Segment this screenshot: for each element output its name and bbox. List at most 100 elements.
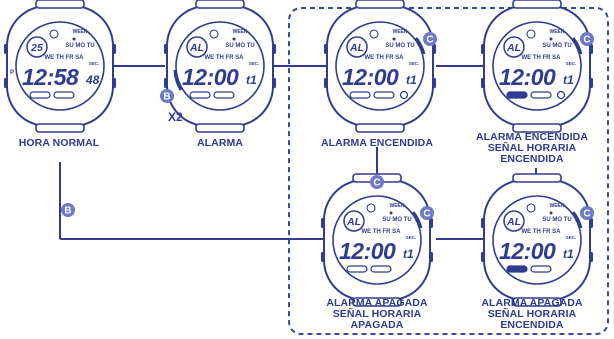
button-press-arc	[411, 211, 423, 229]
watch-side-button	[112, 78, 116, 88]
watch-lug-top	[512, 173, 562, 183]
svg-text:C: C	[583, 35, 590, 46]
day-row-bottom: WE TH FR SA	[522, 229, 562, 235]
week-marker	[72, 37, 76, 41]
status-pill	[213, 91, 235, 99]
status-pill	[349, 91, 371, 99]
week-marker	[392, 37, 396, 41]
time-display: 12:58	[22, 64, 79, 90]
week-label: WEEK	[393, 29, 408, 35]
button-press-arc	[414, 37, 426, 55]
status-pill	[29, 91, 51, 99]
week-marker	[389, 211, 393, 215]
week-label: WEEK	[550, 29, 565, 35]
alarm-cycle-frame	[288, 7, 609, 335]
watch-side-button	[481, 218, 485, 228]
svg-text:C: C	[373, 178, 380, 189]
button-c-badge: C	[580, 206, 594, 220]
label-alarma: ALARMA	[196, 137, 244, 149]
status-pill	[530, 91, 552, 99]
watch-side-button	[432, 78, 436, 88]
time-display: 12:00	[499, 64, 556, 90]
watch-bezel	[492, 195, 582, 285]
watch-lug-top	[195, 0, 245, 9]
day-row-top: SU MO TU	[382, 217, 411, 223]
seconds-display: 48	[85, 73, 100, 87]
mode-ring-text: AL	[506, 216, 521, 228]
time-display: 12:00	[499, 238, 556, 264]
ring-dot	[526, 203, 536, 213]
ring-dot	[369, 29, 379, 39]
seconds-display: t1	[563, 73, 574, 87]
week-marker	[549, 211, 553, 215]
watch-side-button	[112, 44, 116, 54]
mode-ring	[503, 36, 525, 58]
watch-side-button	[481, 252, 485, 262]
sec-label: SEC.	[566, 235, 577, 240]
mode-ring-text: AL	[189, 42, 204, 54]
watch-side-button	[272, 78, 276, 88]
button-b-return-badge: B	[61, 203, 75, 217]
button-c-connector-badge: C	[370, 175, 384, 189]
watch-side-button	[324, 44, 328, 54]
watch-side-button	[429, 252, 433, 262]
mode-ring	[343, 210, 365, 232]
mode-ring-text: AL	[349, 42, 364, 54]
seconds-display: t1	[246, 73, 257, 87]
watch-side-button	[589, 252, 593, 262]
week-marker	[232, 37, 236, 41]
status-pill	[189, 91, 211, 99]
mode-ring	[186, 36, 208, 58]
svg-text:B: B	[163, 92, 170, 103]
watch-lug-top	[355, 0, 405, 9]
hourly-chime-icon	[506, 265, 528, 273]
watch-side-button	[589, 78, 593, 88]
watch-side-button	[481, 44, 485, 54]
svg-text:C: C	[426, 35, 433, 46]
mode-ring-text: AL	[506, 42, 521, 54]
mode-ring-text: AL	[346, 216, 361, 228]
sec-label: SEC.	[409, 61, 420, 66]
label-hora-normal: HORA NORMAL	[18, 137, 100, 149]
watch-lug-bottom	[195, 123, 245, 133]
sec-label: SEC.	[406, 235, 417, 240]
pm-indicator: P	[10, 70, 14, 76]
day-row-top: SU MO TU	[225, 43, 254, 49]
button-c-badge: C	[580, 32, 594, 46]
watch-side-button	[432, 44, 436, 54]
button-press-arc	[571, 37, 583, 55]
week-label: WEEK	[550, 203, 565, 209]
button-press-arc	[571, 211, 583, 229]
button-press-arc	[173, 69, 183, 91]
watch-alarma-apagada-senal-encendida: AL WEEK SU MO TU WE TH FR SA SEC. 12:00 t1	[481, 173, 593, 307]
week-marker	[549, 37, 553, 41]
mode-ring	[503, 210, 525, 232]
watch-lug-top	[512, 0, 562, 9]
watch-side-button	[321, 252, 325, 262]
day-row-bottom: WE TH FR SA	[205, 55, 245, 61]
svg-text:B: B	[64, 206, 71, 217]
seconds-display: t1	[563, 247, 574, 261]
watch-lug-bottom	[512, 123, 562, 133]
button-b-badge: B	[160, 89, 174, 103]
day-row-top: SU MO TU	[65, 43, 94, 49]
watch-side-button	[324, 78, 328, 88]
label-alarma-encendida-senal-encendida: ALARMA ENCENDIDA SEÑAL HORARIA ENCENDIDA	[475, 131, 589, 165]
day-row-bottom: WE TH FR SA	[362, 229, 402, 235]
watch-side-button	[272, 44, 276, 54]
watch-lug-bottom	[355, 123, 405, 133]
watch-lug-bottom	[512, 297, 562, 307]
label-alarma-apagada-senal-encendida: ALARMA APAGADA SEÑAL HORARIA ENCENDIDA	[481, 297, 583, 331]
day-row-top: SU MO TU	[542, 217, 571, 223]
sec-label: SEC.	[249, 61, 260, 66]
seconds-display: t1	[406, 73, 417, 87]
watch-side-button	[164, 78, 168, 88]
watch-side-button	[429, 218, 433, 228]
status-pill	[346, 265, 368, 273]
watch-side-button	[4, 44, 8, 54]
seconds-display: t1	[403, 247, 414, 261]
watch-lug-bottom	[35, 123, 85, 133]
alarm-bell-icon	[556, 90, 566, 100]
